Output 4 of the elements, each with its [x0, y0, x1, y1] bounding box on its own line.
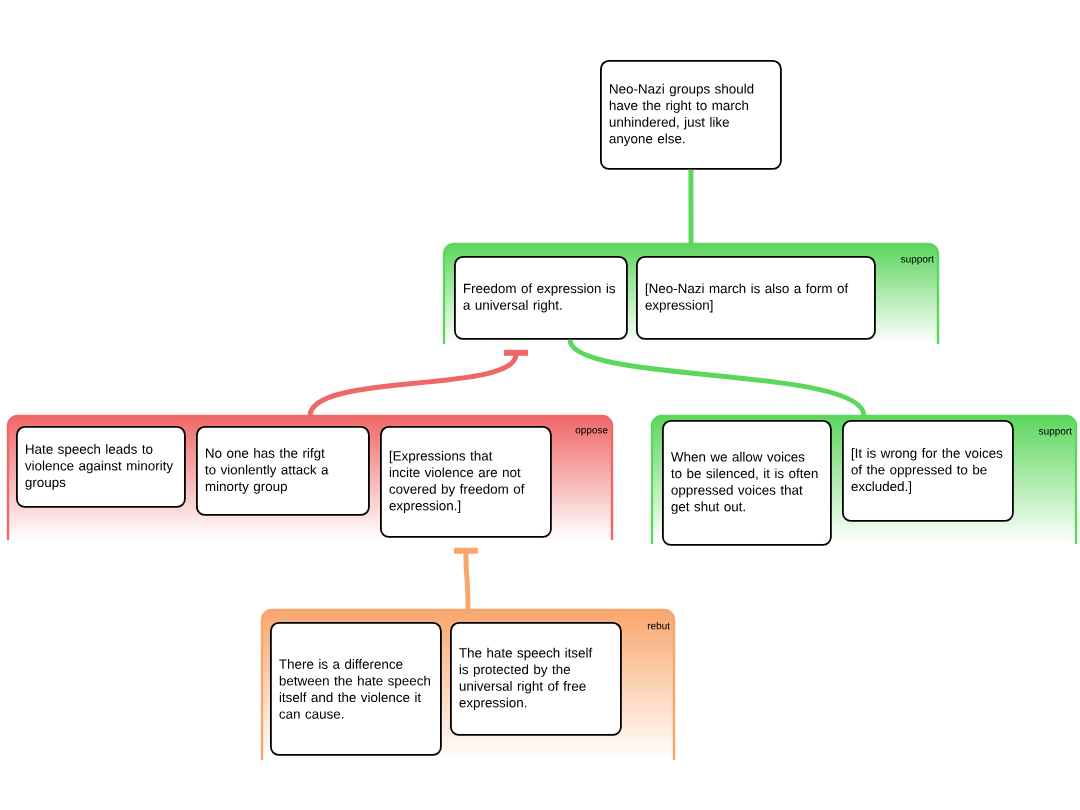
connector: [567, 338, 867, 418]
connector: [307, 349, 528, 417]
connector: [688, 169, 694, 244]
connector: [453, 547, 478, 610]
